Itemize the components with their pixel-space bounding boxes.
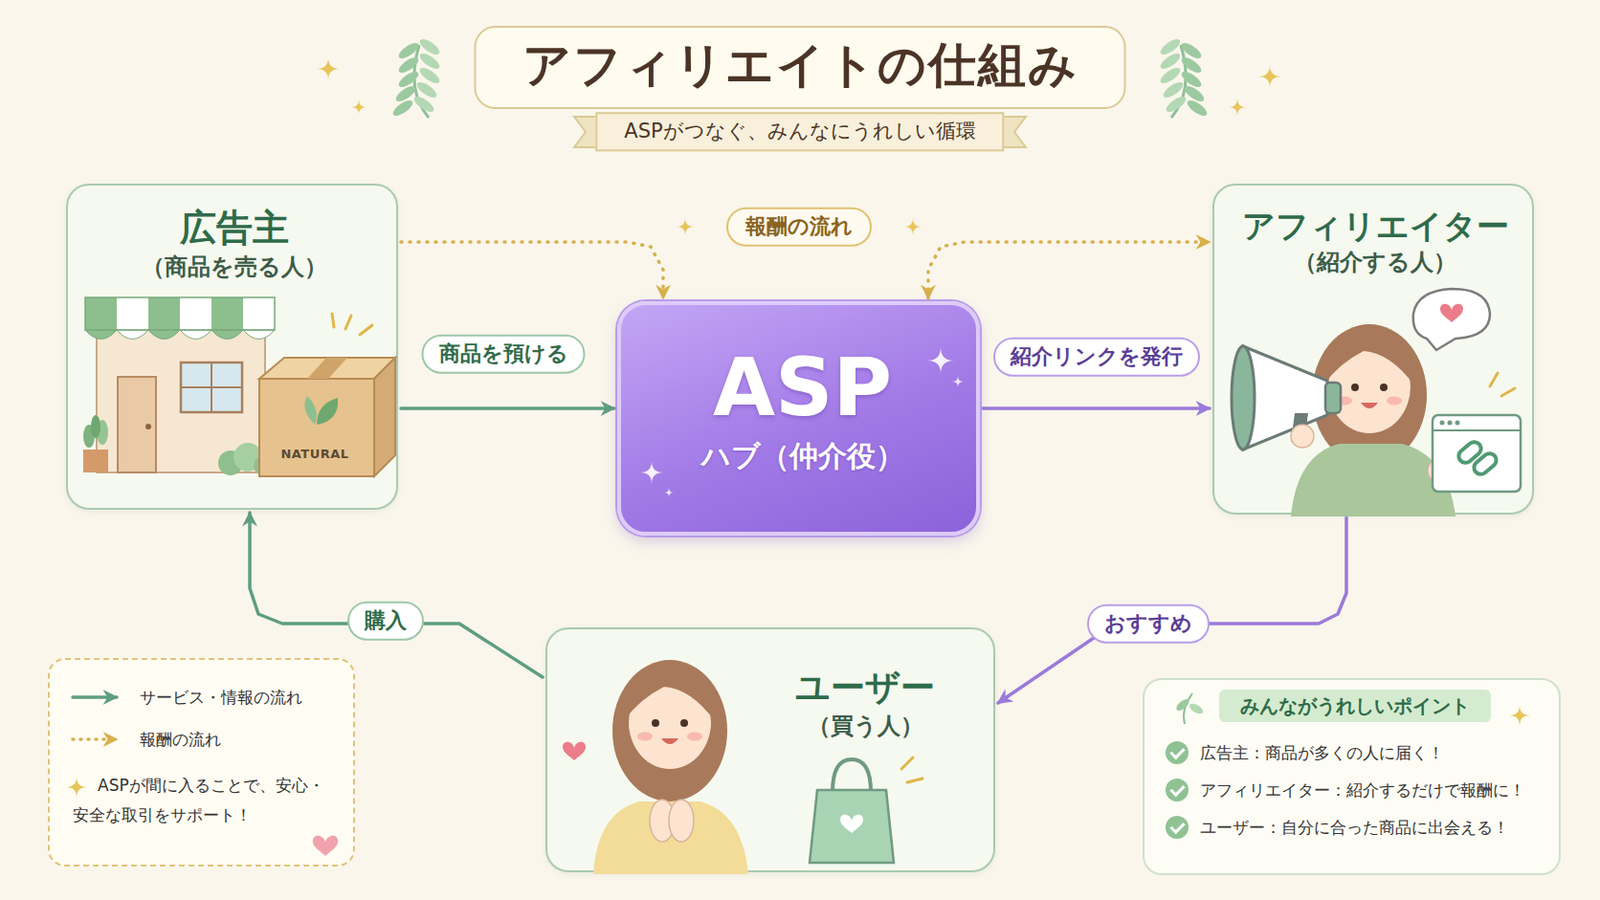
hub-heading: ASP [634, 339, 971, 437]
box-print: NATURAL [280, 446, 349, 462]
reward-connector [928, 242, 1210, 299]
edge-label: 購入 [347, 601, 424, 642]
legend-sample [70, 688, 127, 708]
reward-flow-tag: 報酬の流れ [726, 207, 872, 247]
sparkle [676, 218, 694, 236]
benefit-item: 広告主：商品が多くの人に届く！ [1165, 740, 1544, 766]
text-block: ASPハブ（仲介役） [634, 339, 971, 477]
benefit-panel: みんながうれしいポイント広告主：商品が多くの人に届く！ アフィリエイター：紹介する… [1142, 678, 1561, 876]
flow-connector [249, 512, 543, 678]
benefit-item: ユーザー：自分に合った商品に出会える！ [1165, 815, 1544, 841]
box-subtitle: （紹介する人） [1223, 246, 1527, 280]
edge-label: 紹介リンクを発行 [993, 337, 1200, 378]
sparkle [904, 218, 922, 236]
text-block: アフィリエイター（紹介する人） [1223, 204, 1527, 280]
affiliate-box: アフィリエイター（紹介する人） [1212, 183, 1534, 515]
asp-hub-box: ASPハブ（仲介役） [617, 301, 980, 536]
sparkle [316, 57, 340, 81]
hub-subtitle: ハブ（仲介役） [634, 436, 971, 477]
user-box: ユーザー（買う人） [545, 627, 996, 873]
subtitle-ribbon: ASPがつなぐ、みんなにうれしい循環 [595, 111, 1004, 152]
title: アフィリエイトの仕組み [522, 33, 1079, 98]
legend-row: 報酬の流れ [70, 725, 222, 755]
box-subtitle: （商品を売る人） [81, 251, 387, 285]
panel-heading: みんながうれしいポイント [1219, 689, 1491, 723]
legend-sample [70, 730, 127, 750]
box-heading: ユーザー [759, 666, 971, 712]
flow-connector [998, 517, 1347, 704]
reward-connector [400, 242, 664, 299]
text-block: ユーザー（買う人） [759, 666, 971, 743]
sparkle [1228, 98, 1246, 116]
advertiser-box: 広告主（商品を売る人） [66, 183, 399, 511]
text-block: みんながうれしいポイント広告主：商品が多くの人に届く！ アフィリエイター：紹介する… [1165, 689, 1544, 841]
laurel-branch [1157, 36, 1209, 119]
text-block: 広告主（商品を売る人） [81, 204, 387, 285]
edge-label: 商品を預ける [422, 334, 586, 375]
title-banner: アフィリエイトの仕組み [474, 25, 1127, 110]
legend-text: サービス・情報の流れ [139, 687, 303, 710]
flow-connector [400, 406, 615, 411]
box-heading: アフィリエイター [1223, 204, 1527, 247]
legend-box: サービス・情報の流れ報酬の流れ [47, 658, 356, 867]
legend-row: サービス・情報の流れ [70, 683, 303, 712]
benefit-item: アフィリエイター：紹介するだけで報酬に！ [1165, 777, 1544, 803]
edge-label: おすすめ [1087, 604, 1210, 645]
illustration [547, 629, 998, 875]
sparkle [1258, 65, 1282, 89]
legend-note: ASPが間に入ることで、安心・安全な取引をサポート！ [72, 771, 330, 830]
laurel-branch [390, 36, 442, 119]
flow-connector [982, 406, 1210, 411]
sparkle [351, 99, 367, 115]
box-subtitle: （買う人） [759, 711, 971, 744]
legend-text: 報酬の流れ [139, 729, 222, 752]
box-heading: 広告主 [81, 204, 387, 252]
